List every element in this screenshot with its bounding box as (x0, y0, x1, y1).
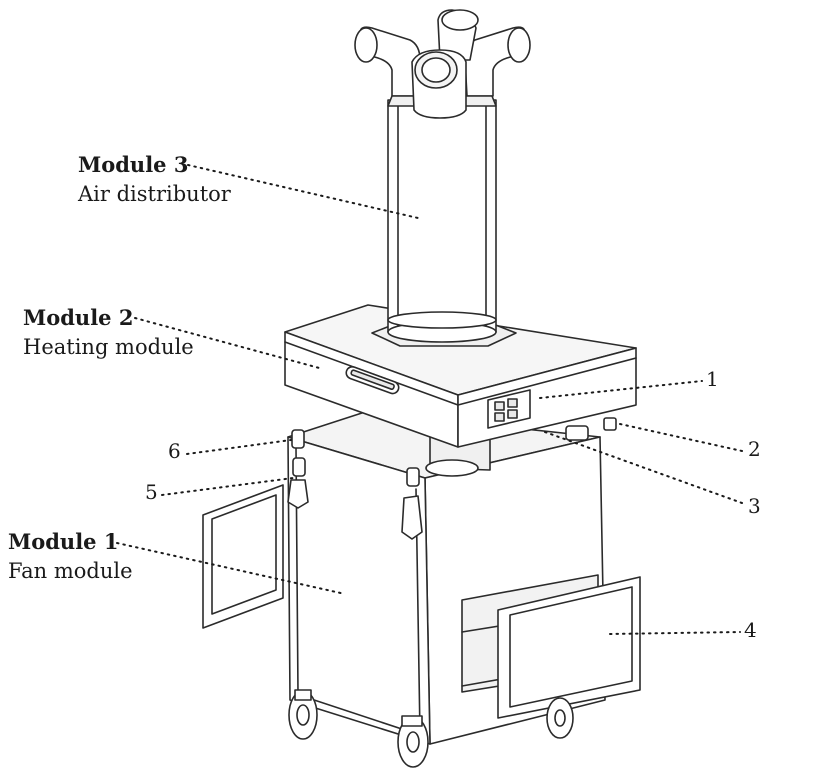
leader-callout-6 (186, 439, 292, 455)
leader-module-2 (134, 317, 324, 370)
module-1-name: Fan module (8, 559, 133, 583)
leader-callout-3 (544, 431, 743, 504)
callout-2: 2 (748, 437, 761, 461)
outlet-nozzles (354, 9, 531, 119)
left-filter-panel (202, 484, 284, 629)
front-latches (287, 429, 423, 540)
callout-6: 6 (168, 439, 181, 463)
leader-module-1 (116, 542, 346, 595)
module-1-title: Module 1 (8, 529, 119, 554)
leader-module-3 (187, 164, 419, 219)
module-2-name: Heating module (23, 335, 194, 359)
callout-1: 1 (706, 367, 719, 391)
callout-3: 3 (748, 494, 761, 518)
air-distributor-drawing (354, 9, 531, 347)
leader-callout-5 (161, 477, 294, 496)
front-filter-panel (497, 576, 641, 719)
caster-wheels (288, 689, 574, 768)
module-3-title: Module 3 (78, 152, 189, 177)
leader-callout-1 (539, 380, 703, 399)
fan-module-drawing (202, 411, 641, 768)
callout-5: 5 (145, 480, 158, 504)
leader-callout-2 (619, 423, 743, 452)
module-2-title: Module 2 (23, 305, 134, 330)
carry-handle (345, 366, 400, 395)
control-panel (487, 389, 531, 429)
module-3-name: Air distributor (78, 182, 231, 206)
callout-4: 4 (744, 618, 757, 642)
leader-callout-4 (609, 631, 741, 635)
